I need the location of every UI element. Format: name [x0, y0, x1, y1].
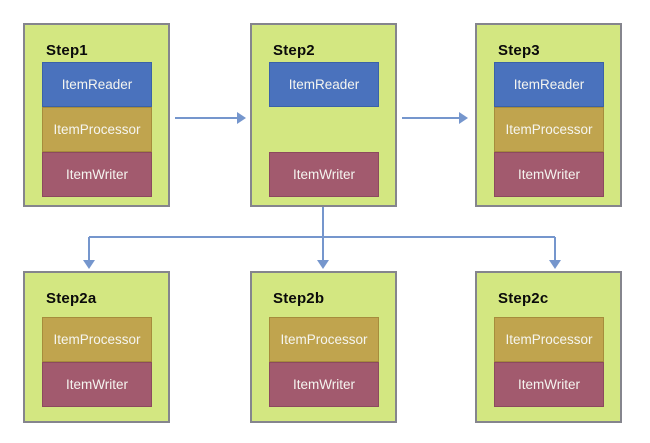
- step-box-step2b: Step2b ItemProcessor ItemWriter: [250, 271, 397, 423]
- component-itemreader: ItemReader: [269, 62, 379, 107]
- arrow-step2-to-step3: [402, 112, 468, 124]
- arrow-step1-to-step2: [175, 112, 246, 124]
- component-itemreader: ItemReader: [42, 62, 152, 107]
- step-title: Step2c: [498, 290, 549, 307]
- component-itemwriter: ItemWriter: [42, 152, 152, 197]
- step-title: Step1: [46, 42, 88, 59]
- component-itemprocessor: ItemProcessor: [42, 107, 152, 152]
- component-itemprocessor: ItemProcessor: [494, 317, 604, 362]
- component-itemwriter: ItemWriter: [269, 152, 379, 197]
- step-title: Step2a: [46, 290, 97, 307]
- component-itemwriter: ItemWriter: [42, 362, 152, 407]
- component-itemprocessor: ItemProcessor: [269, 317, 379, 362]
- step-title: Step2b: [273, 290, 325, 307]
- component-itemprocessor: ItemProcessor: [494, 107, 604, 152]
- step-title: Step2: [273, 42, 315, 59]
- component-itemwriter: ItemWriter: [269, 362, 379, 407]
- step-box-step3: Step3 ItemReader ItemProcessor ItemWrite…: [475, 23, 622, 207]
- component-itemwriter: ItemWriter: [494, 362, 604, 407]
- component-itemwriter: ItemWriter: [494, 152, 604, 197]
- step-title: Step3: [498, 42, 540, 59]
- component-itemreader: ItemReader: [494, 62, 604, 107]
- step-box-step1: Step1 ItemReader ItemProcessor ItemWrite…: [23, 23, 170, 207]
- branch-step2-to-substeps: [83, 207, 561, 269]
- component-itemprocessor: ItemProcessor: [42, 317, 152, 362]
- step-box-step2: Step2 ItemReader ItemWriter: [250, 23, 397, 207]
- step-box-step2a: Step2a ItemProcessor ItemWriter: [23, 271, 170, 423]
- step-box-step2c: Step2c ItemProcessor ItemWriter: [475, 271, 622, 423]
